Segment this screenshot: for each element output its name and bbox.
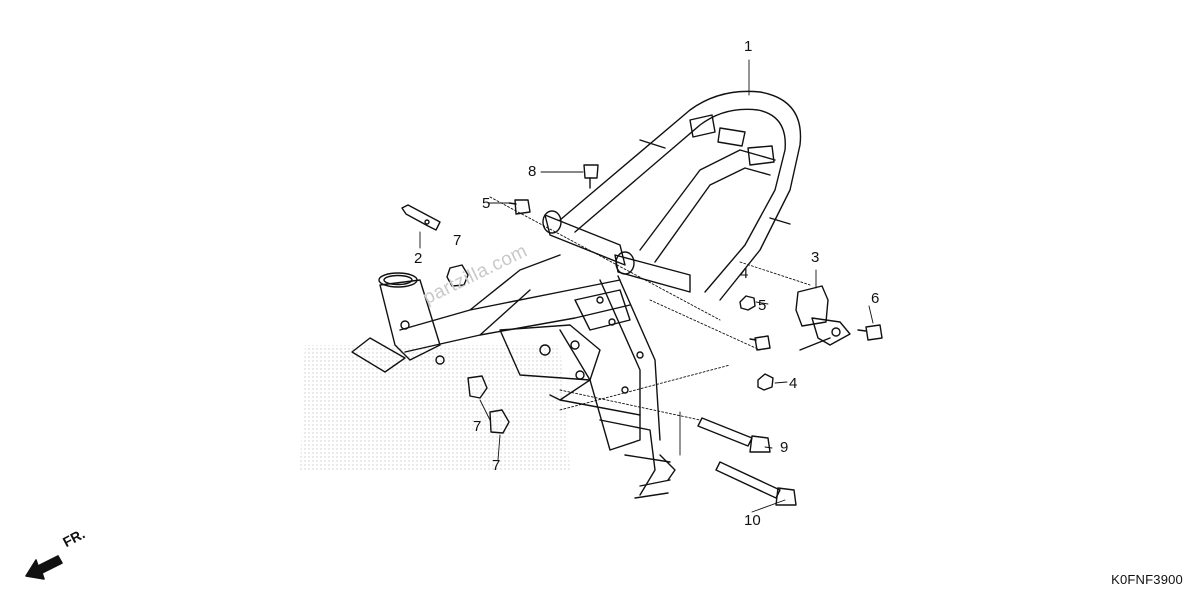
grommet-part [446,264,510,434]
callout-1: 1 [744,38,753,55]
callout-10: 10 [744,512,761,529]
callout-8: 8 [528,163,537,180]
callout-7b: 7 [473,418,482,435]
front-direction-arrow-icon [25,555,63,580]
long-bolt-part [697,417,797,506]
background-watermark-shading [300,345,570,470]
clip-bracket-part [401,204,441,231]
diagram-code: K0FNF3900 [1111,572,1183,587]
callout-2: 2 [414,250,423,267]
callout-7a: 7 [453,232,462,249]
bolt-part [508,164,883,351]
callout-7c: 7 [492,457,501,474]
frame-body-part [351,90,802,499]
switch-assembly-part [795,285,851,351]
leader-lines [419,59,874,513]
callout-5a: 5 [482,195,491,212]
callout-3: 3 [811,249,820,266]
callout-6: 6 [871,290,880,307]
callout-9: 9 [780,439,789,456]
callout-4a: 4 [740,265,749,282]
nut-part [739,295,774,391]
callout-4b: 4 [789,375,798,392]
callout-5b: 5 [758,297,767,314]
